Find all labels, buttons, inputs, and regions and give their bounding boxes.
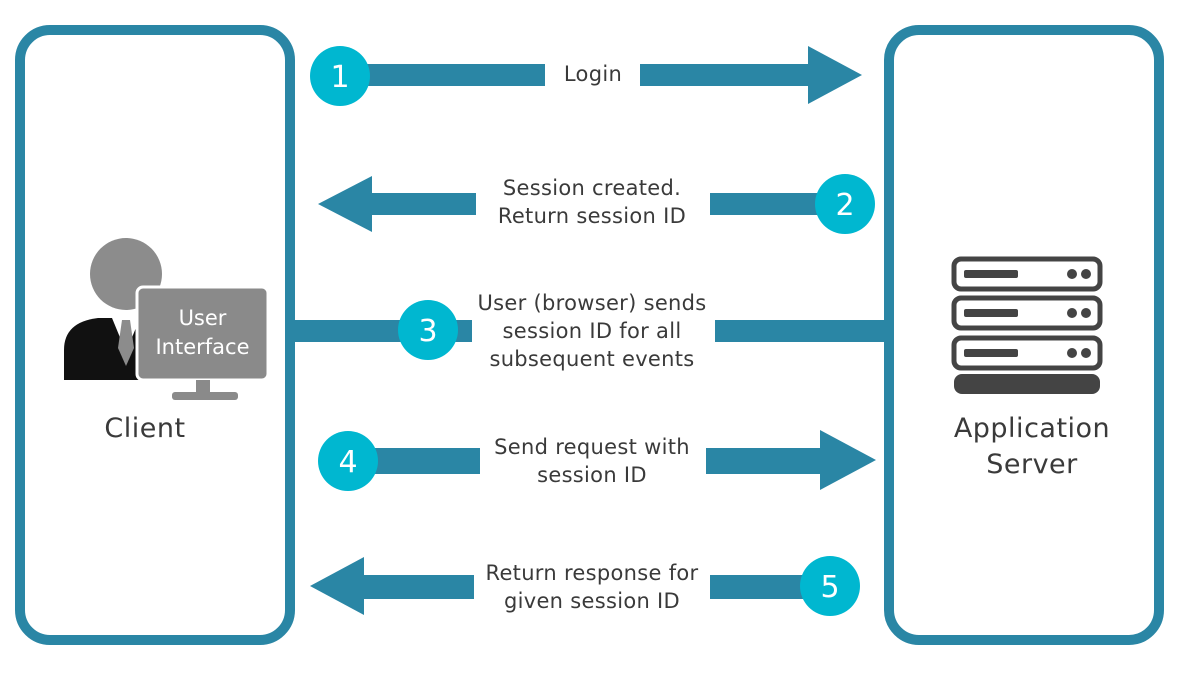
step-4-badge: 4 — [318, 431, 378, 491]
client-title: Client — [104, 413, 186, 444]
svg-text:3: 3 — [418, 314, 437, 349]
step-2-arrow — [318, 176, 850, 232]
server-title-line-1: Application — [953, 413, 1111, 444]
step-2-label: Session created. Return session ID — [497, 176, 687, 228]
step-4-label: Send request with session ID — [494, 435, 690, 487]
step-1-arrow — [340, 46, 862, 104]
ui-label-line-2: Interface — [155, 335, 250, 359]
step-5-arrow — [310, 557, 830, 615]
server-title-line-2: Server — [986, 449, 1078, 480]
server-rack-icon — [951, 256, 1103, 394]
svg-text:4: 4 — [338, 445, 357, 480]
step-3-label: User (browser) sends session ID for all … — [477, 291, 707, 371]
svg-text:2: 2 — [835, 188, 854, 223]
server-title: Application Server — [907, 411, 1157, 483]
step-1-badge: 1 — [310, 46, 370, 106]
server-box — [884, 25, 1164, 645]
monitor-icon — [135, 285, 270, 400]
svg-text:1: 1 — [330, 60, 349, 95]
svg-text:5: 5 — [820, 570, 839, 605]
ui-label-line-1: User — [178, 306, 227, 330]
step-3-badge: 3 — [398, 300, 458, 360]
step-1-label: Login — [563, 62, 623, 86]
step-5-badge: 5 — [800, 556, 860, 616]
user-interface-label: User Interface — [137, 304, 268, 362]
step-2-badge: 2 — [815, 174, 875, 234]
step-5-label: Return response for given session ID — [485, 561, 699, 613]
